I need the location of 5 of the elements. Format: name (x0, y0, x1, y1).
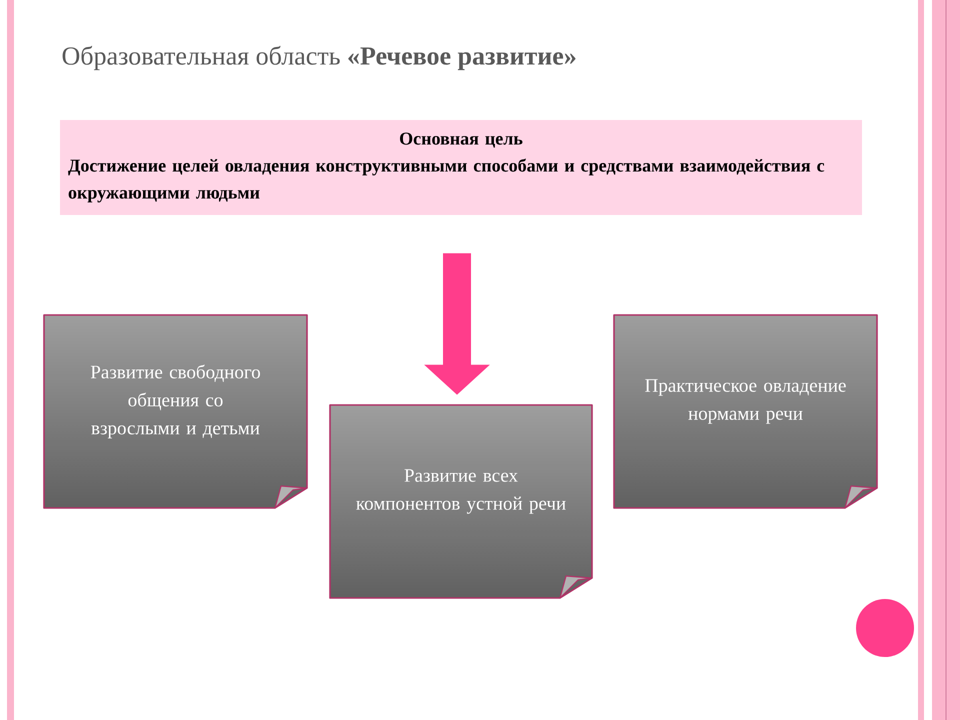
note-box: Развитие всех компонентов устной речи (329, 404, 593, 599)
slide-title: Образовательная область «Речевое развитие» (62, 46, 576, 70)
note-box: Развитие свободного общения со взрослыми и детьми (43, 314, 308, 509)
note-box: Практическое овладение нормами речи (613, 314, 878, 509)
goal-box: Основная цель Достижение целей овладения конструктивными способами и средствами взаимодействия с окружающими людьми (60, 120, 862, 215)
